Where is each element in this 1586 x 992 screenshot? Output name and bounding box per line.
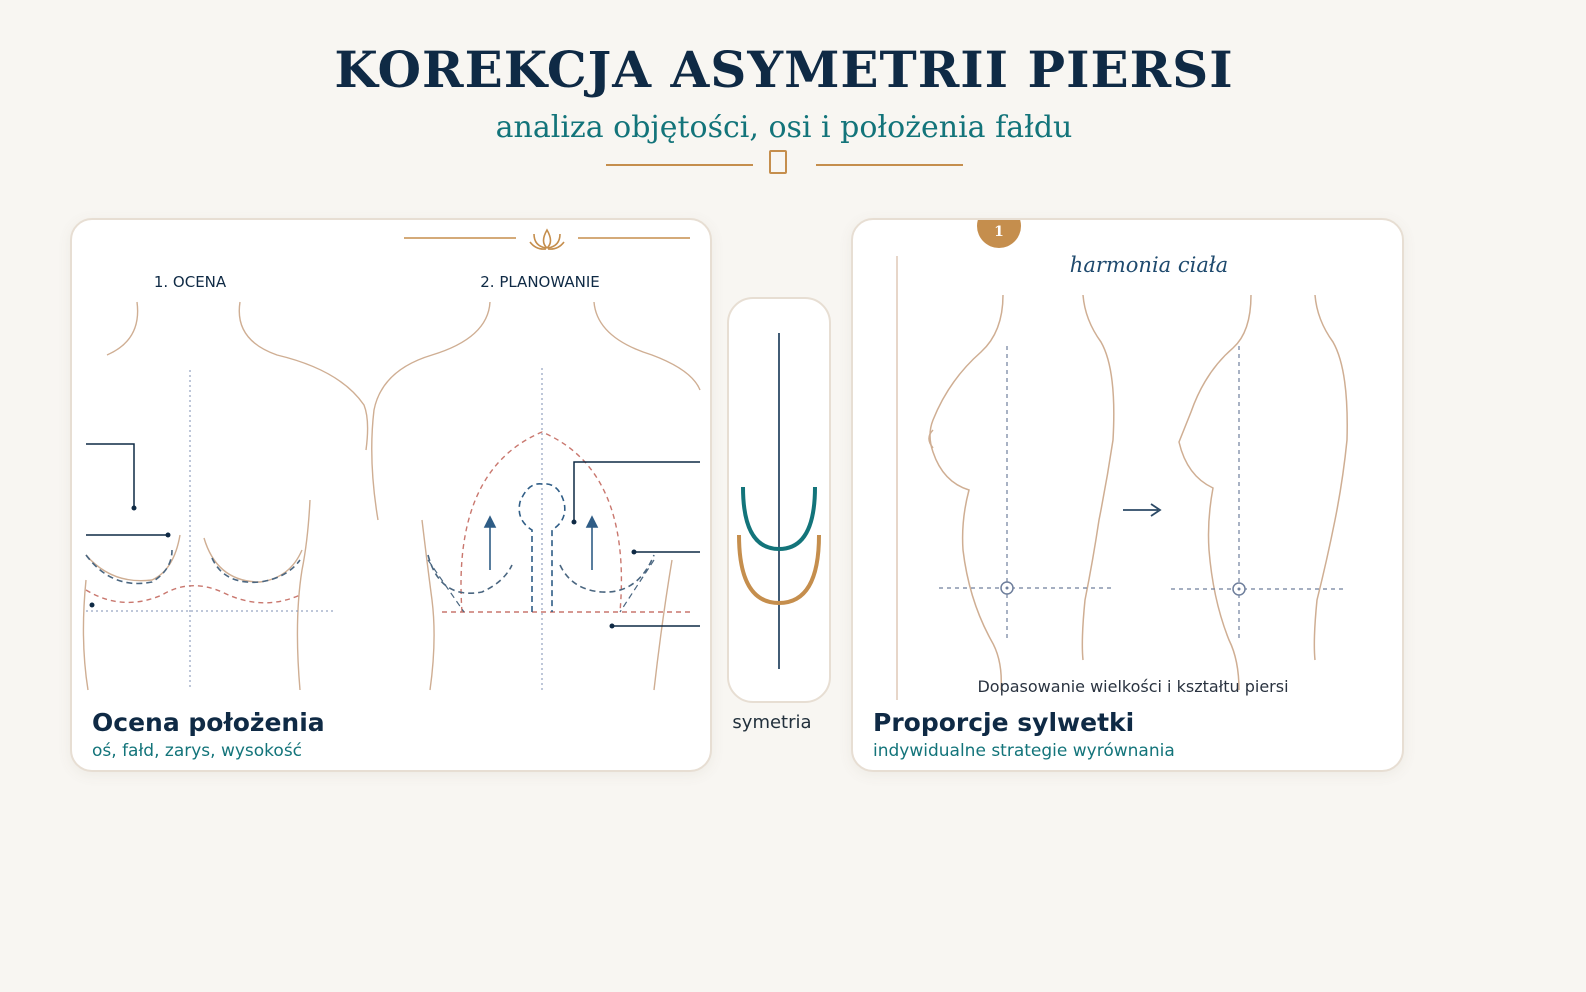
symmetry-label: symetria xyxy=(732,712,812,733)
arrow-right-icon xyxy=(1123,503,1162,517)
assessment-panel: 1. OCENA 2. PLANOWANIE xyxy=(70,218,712,772)
symmetry-curves xyxy=(737,333,821,669)
step-badge xyxy=(977,220,1021,248)
proportions-caption-subtitle: indywidualne strategie wyrównania xyxy=(873,741,1175,761)
ornament-line-right xyxy=(816,164,963,166)
arrow-up-icon xyxy=(483,515,599,570)
page-title: KOREKCJA ASYMETRII PIERSI xyxy=(334,40,1234,99)
proportions-caption: Proporcje sylwetki indywidualne strategi… xyxy=(873,708,1175,761)
proportions-image-caption: Dopasowanie wielkości i kształtu piersi xyxy=(977,677,1288,696)
ornament-line-left xyxy=(606,164,753,166)
assessment-caption: Ocena położenia oś, fałd, zarys, wysokoś… xyxy=(92,708,325,761)
assessment-caption-subtitle: oś, fałd, zarys, wysokość xyxy=(92,741,303,761)
step1-label: 1. OCENA xyxy=(154,273,227,291)
lotus-icon xyxy=(529,228,565,250)
step2-label: 2. PLANOWANIE xyxy=(480,273,600,291)
proportions-subtitle: harmonia ciała xyxy=(1070,253,1228,277)
step-badge-number: 1 xyxy=(994,224,1004,240)
symmetry-diagram xyxy=(727,297,831,703)
ornament-icon xyxy=(769,150,787,174)
proportions-caption-title: Proporcje sylwetki xyxy=(873,708,1135,737)
side-profile-before xyxy=(928,294,1115,691)
assessment-illustration: 1. OCENA 2. PLANOWANIE xyxy=(82,228,701,691)
proportions-panel: 1 harmonia ciała Dopasowanie wielkości i… xyxy=(851,218,1404,772)
torso-front-left xyxy=(82,301,369,691)
torso-front-right xyxy=(371,301,701,691)
proportions-illustration: 1 harmonia ciała Dopasowanie wielkości i… xyxy=(896,220,1348,700)
page-subtitle: analiza objętości, osi i położenia fałdu xyxy=(495,110,1073,145)
assessment-caption-title: Ocena położenia xyxy=(92,708,325,737)
side-profile-after xyxy=(1178,294,1348,691)
